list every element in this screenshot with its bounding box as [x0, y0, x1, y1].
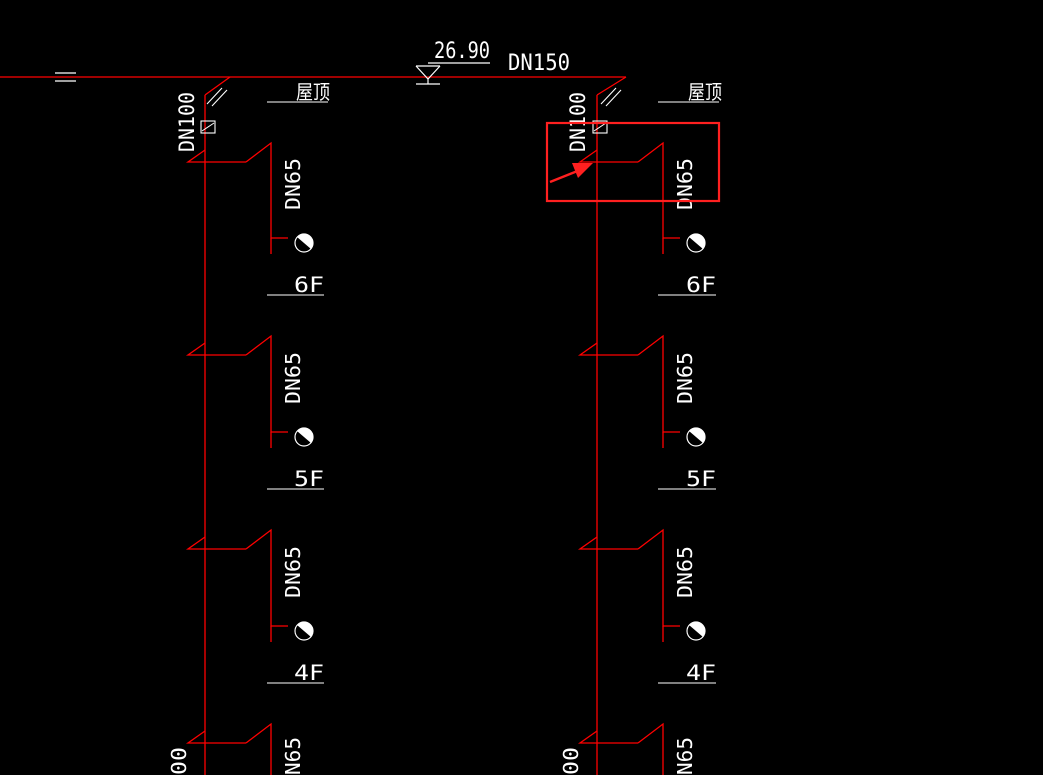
floor-branch-5f: DN65 5F	[185, 334, 324, 491]
riser-size-label-partial: 00	[167, 747, 191, 775]
valve-icon-slash	[593, 122, 607, 132]
branch-size-label: DN65	[673, 352, 697, 404]
valve-icon-slash	[201, 122, 215, 132]
fire-hydrant-icon	[686, 233, 706, 253]
floor-label: 6F	[686, 273, 716, 297]
floor-branch-partial: N65 00	[559, 722, 697, 775]
branch-size-label-partial: N65	[281, 737, 305, 775]
roof-label: 屋顶	[688, 80, 722, 104]
floor-branch-partial: N65 00	[167, 722, 305, 775]
riser-size-label-partial: 00	[559, 747, 583, 775]
annotation-arrow-icon	[549, 163, 593, 184]
fire-hydrant-icon	[686, 621, 706, 641]
branch-size-label: DN65	[281, 546, 305, 598]
fire-hydrant-icon	[294, 621, 314, 641]
riser-connection	[596, 76, 627, 96]
valve-icon	[200, 120, 216, 134]
fire-hydrant-icon	[294, 427, 314, 447]
riser-right: DN100 屋顶 DN65 6F DN65	[559, 76, 722, 775]
branch-size-label: DN65	[673, 546, 697, 598]
main-pipe-size-label: DN150	[508, 51, 570, 76]
floor-branch-6f: DN65 6F	[185, 141, 324, 297]
floor-label: 4F	[294, 661, 324, 685]
branch-size-label: DN65	[673, 158, 697, 210]
riser-connection	[204, 76, 231, 96]
floor-label: 5F	[294, 467, 324, 491]
valve-icon	[592, 120, 608, 134]
pipe-break-icon	[206, 87, 228, 107]
riser-left: DN100 屋顶 DN65 6F DN65	[167, 76, 330, 775]
pipe-break-icon	[55, 72, 76, 82]
fire-hydrant-icon	[686, 427, 706, 447]
branch-size-label: DN65	[281, 158, 305, 210]
floor-branch-4f: DN65 4F	[577, 528, 716, 685]
elevation-label: 26.90	[434, 39, 490, 64]
roof-label: 屋顶	[296, 80, 330, 104]
pipe-break-icon	[600, 87, 622, 107]
branch-size-label: DN65	[281, 352, 305, 404]
highlight-box	[545, 121, 721, 203]
floor-label: 5F	[686, 467, 716, 491]
floor-branch-5f: DN65 5F	[577, 334, 716, 491]
floor-label: 6F	[294, 273, 324, 297]
fire-hydrant-icon	[294, 233, 314, 253]
floor-label: 4F	[686, 661, 716, 685]
elevation-marker-icon	[415, 62, 490, 85]
floor-branch-4f: DN65 4F	[185, 528, 324, 685]
branch-size-label-partial: N65	[673, 737, 697, 775]
riser-size-label: DN100	[175, 92, 199, 152]
